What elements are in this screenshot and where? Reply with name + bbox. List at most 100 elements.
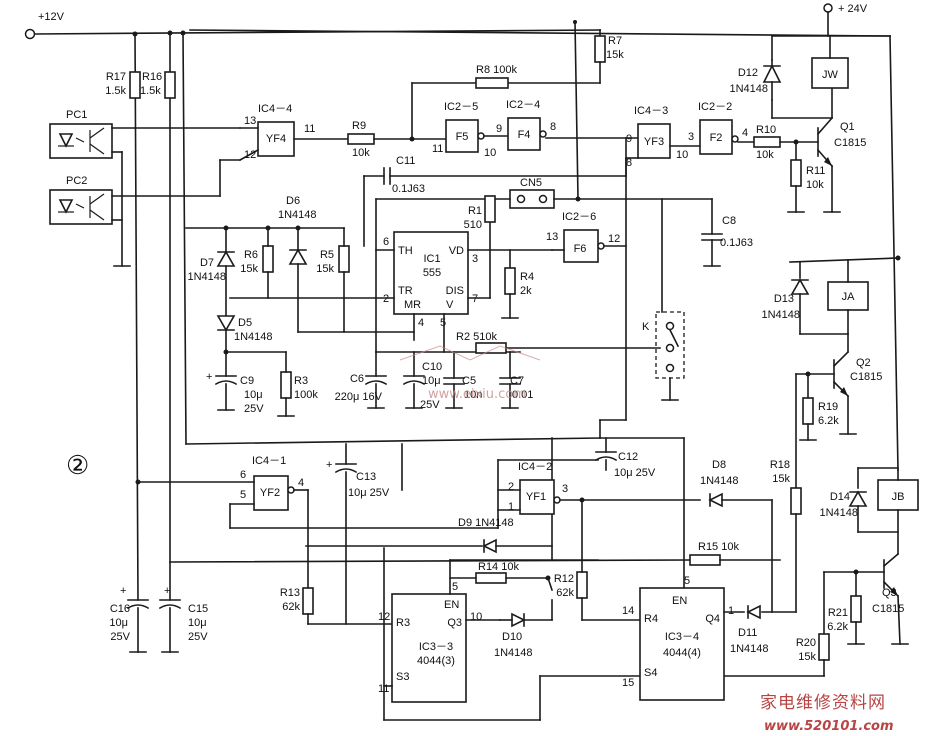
resistor-r12: R12 62k [554,571,588,599]
svg-text:Q4: Q4 [705,613,720,625]
svg-text:8: 8 [626,157,632,169]
svg-text:4: 4 [298,477,304,489]
svg-text:IC4－3: IC4－3 [634,105,668,117]
svg-text:R14 10k: R14 10k [478,561,519,573]
gate-ic2-2: F2 IC2－2 3 4 [688,101,748,155]
svg-text:家电维修资料网: 家电维修资料网 [760,693,886,713]
svg-text:F2: F2 [710,132,723,144]
svg-text:JW: JW [822,69,839,81]
diode-d6: D6 1N4148 [278,195,317,265]
capacitor-c11: C11 0.1J63 [383,155,425,195]
resistor-r1: R1 510 [464,195,496,231]
resistor-r3: R3 100k [280,371,318,401]
relay-ja: JA [827,281,869,311]
svg-text:R18: R18 [770,459,790,471]
svg-text:TR: TR [398,285,413,297]
capacitor-c10: C10 10μ 25V [402,351,442,411]
svg-text:D12: D12 [738,67,758,79]
diode-d10: D10 1N4148 [494,612,533,659]
svg-text:R3: R3 [294,375,308,387]
resistor-r10: R10 10k [753,124,781,161]
svg-text:R2 510k: R2 510k [456,331,497,343]
svg-text:D7: D7 [200,257,214,269]
gate-ic2-5: F5 IC2－5 11 10 [432,101,496,159]
svg-text:10n: 10n [464,389,482,401]
svg-text:6.2k: 6.2k [818,415,839,427]
gate-ic4-1: YF2 IC4－1 6 5 4 [240,455,304,511]
svg-text:EN: EN [672,595,687,607]
svg-text:www.520101.com: www.520101.com [764,719,894,734]
svg-text:JB: JB [892,491,905,503]
svg-text:R16: R16 [142,71,162,83]
svg-text:D10: D10 [502,631,522,643]
svg-text:25V: 25V [188,631,208,643]
ic3-3-4044: EN R3 Q3 IC3－3 4044(3) S3 12 11 10 5 [378,581,482,703]
svg-text:R5: R5 [320,249,334,261]
svg-text:25V: 25V [244,403,264,415]
svg-text:C15: C15 [188,603,208,615]
gate-ic4-2: YF1 IC4－2 2 1 3 [508,461,568,515]
svg-text:510: 510 [464,219,482,231]
v24-label: + 24V [838,3,868,15]
resistor-r16: R16 1.5k [140,71,176,99]
svg-text:C5: C5 [462,375,476,387]
svg-text:100k: 100k [294,389,318,401]
svg-text:C1815: C1815 [872,603,904,615]
svg-text:www.eixiu.com: www.eixiu.com [428,387,526,402]
v12-label: +12V [38,11,65,23]
resistor-r9: R9 10k [347,120,375,159]
transistor-q3: Q3 C1815 [872,552,904,615]
svg-text:6.2k: 6.2k [827,621,848,633]
svg-text:PC1: PC1 [66,109,87,121]
svg-text:1N4148: 1N4148 [494,647,533,659]
svg-text:D13: D13 [774,293,794,305]
diode-d14: D14 1N4148 [819,490,868,519]
resistor-r6: R6 15k [240,245,274,275]
capacitor-c13: + C13 10μ 25V [326,459,390,499]
svg-text:10: 10 [484,147,496,159]
capacitor-c12: C12 10μ 25V [594,451,656,479]
svg-text:IC2－4: IC2－4 [506,99,540,111]
resistor-r4: R4 2k [504,267,534,297]
svg-text:15k: 15k [772,473,790,485]
svg-text:10: 10 [470,611,482,623]
svg-text:11: 11 [432,143,443,155]
svg-text:F6: F6 [574,243,587,255]
svg-text:10μ: 10μ [109,617,128,629]
svg-text:R9: R9 [352,120,366,132]
svg-text:5: 5 [240,489,246,501]
svg-text:+: + [164,585,170,597]
connector-cn5: CN5 [509,177,555,209]
svg-text:0.1J63: 0.1J63 [720,237,753,249]
diode-d12: D12 1N4148 [729,59,782,101]
svg-text:YF2: YF2 [260,487,280,499]
svg-text:IC4－1: IC4－1 [252,455,286,467]
resistor-r5: R5 15k [316,245,350,275]
resistor-r15: R15 10k [689,541,739,566]
svg-text:15k: 15k [240,263,258,275]
svg-text:10μ 25V: 10μ 25V [348,487,390,499]
resistor-r11: R11 10k [790,159,825,191]
resistor-r7: R7 15k [594,35,624,63]
svg-text:C1815: C1815 [834,137,866,149]
capacitor-c6: C6 220μ 16V [335,351,388,409]
svg-text:25V: 25V [110,631,130,643]
svg-text:R13: R13 [280,587,300,599]
svg-text:YF4: YF4 [266,133,286,145]
svg-text:IC3－3: IC3－3 [419,641,453,653]
transistor-q2: Q2 C1815 [832,350,882,398]
svg-text:5: 5 [684,575,690,587]
svg-text:10μ: 10μ [422,375,441,387]
svg-text:+: + [326,459,332,471]
svg-text:1.5k: 1.5k [140,85,161,97]
svg-text:D6: D6 [286,195,300,207]
resistor-r17: R17 1.5k [105,71,141,99]
svg-text:R21: R21 [828,607,848,619]
svg-text:R10: R10 [756,124,776,136]
svg-text:3: 3 [562,483,568,495]
svg-text:D14: D14 [830,491,850,503]
svg-text:11: 11 [304,123,315,135]
capacitor-c15: + C15 10μ 25V [158,585,208,643]
diode-d9: D9 1N4148 [458,517,514,554]
svg-text:555: 555 [423,267,441,279]
